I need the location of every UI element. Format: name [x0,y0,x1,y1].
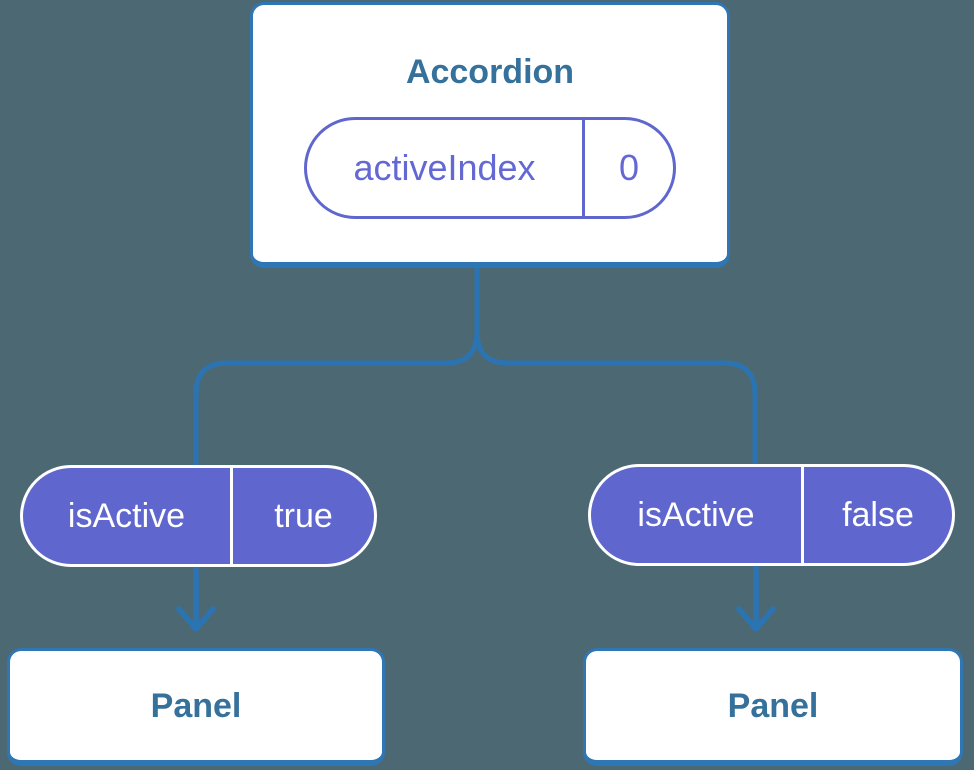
fork-line-right [474,266,758,467]
prop-pill-divider [230,468,233,564]
state-pill-value: 0 [618,147,640,188]
component-title: Panel [150,686,242,725]
component-box-panel-left: Panel [7,648,385,766]
component-title: Accordion [405,53,575,91]
prop-pill-value: false [842,495,914,534]
prop-pill-name: isActive [637,495,755,534]
fork-line-left [193,266,480,467]
prop-pill-divider [801,467,804,563]
arrow-down-icon-left [176,606,216,632]
prop-pill-left: isActive true [20,465,377,567]
state-pill-name: activeIndex [353,147,536,188]
component-box-panel-right: Panel [583,648,963,766]
state-pill: activeIndex 0 [304,117,676,219]
component-title: Panel [727,686,819,725]
arrow-down-icon-right [736,606,776,632]
state-pill-divider [582,120,585,216]
prop-pill-name: isActive [67,496,186,535]
component-box-accordion: Accordion activeIndex 0 [250,2,730,268]
prop-pill-right: isActive false [588,464,955,566]
prop-pill-value: true [274,496,333,535]
